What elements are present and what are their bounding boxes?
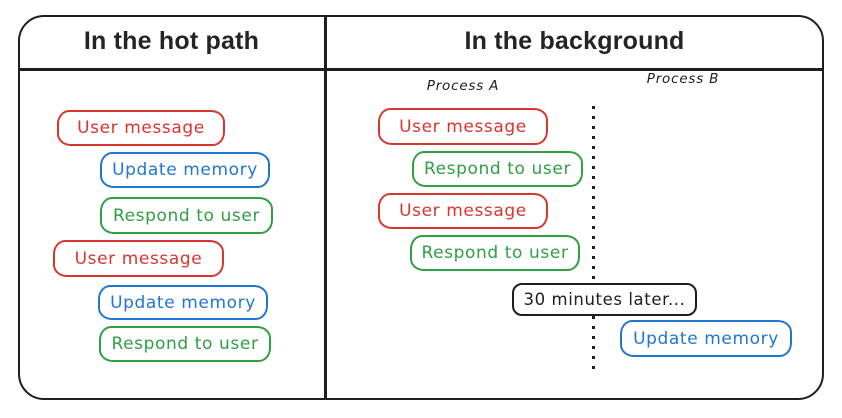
step-update-memory: Update memory <box>100 152 270 188</box>
panel-title-background: In the background <box>464 27 685 55</box>
step-respond-to-user: Respond to user <box>100 197 273 234</box>
step-user-message: User message <box>57 110 225 146</box>
header-separator <box>19 68 823 71</box>
step-respond-to-user: Respond to user <box>99 326 271 362</box>
step-user-message: User message <box>53 240 224 277</box>
note-30-minutes-later: 30 minutes later... <box>512 283 697 316</box>
process-a-label: Process A <box>426 78 500 94</box>
panel-divider <box>324 16 327 399</box>
step-respond-to-user: Respond to user <box>412 151 583 187</box>
process-divider-dotted <box>592 106 595 373</box>
step-user-message: User message <box>378 193 548 229</box>
step-user-message: User message <box>378 108 548 145</box>
step-update-memory: Update memory <box>98 285 268 320</box>
outer-border <box>18 15 824 400</box>
panel-title-hot-path: In the hot path <box>83 27 260 55</box>
process-b-label: Process B <box>646 71 720 87</box>
step-respond-to-user: Respond to user <box>410 235 580 271</box>
step-update-memory: Update memory <box>620 320 792 357</box>
